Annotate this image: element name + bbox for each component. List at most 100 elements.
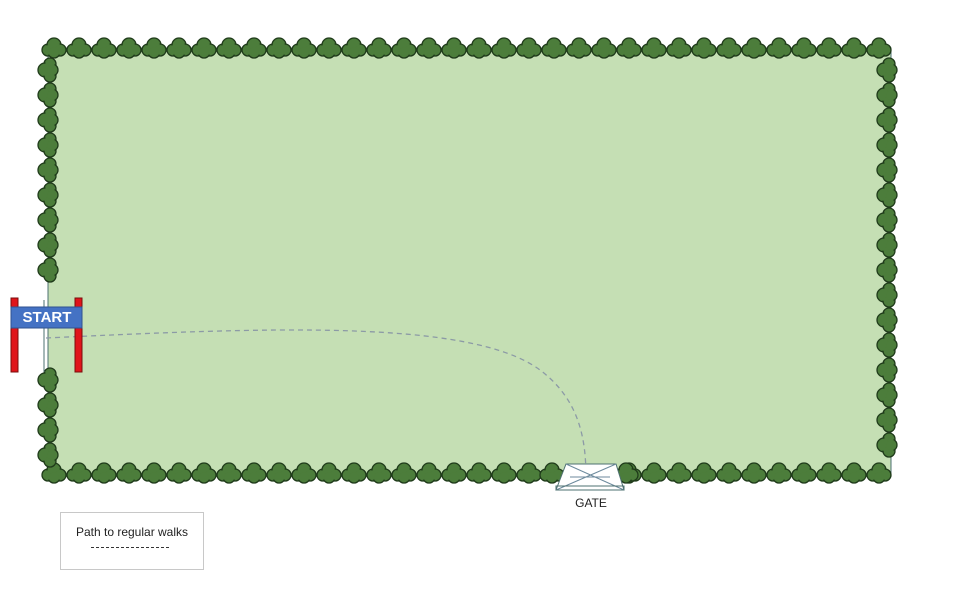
hedge-bush xyxy=(141,462,167,484)
hedge-bush xyxy=(641,37,667,59)
hedge-bush xyxy=(516,462,542,484)
hedge-bush xyxy=(876,382,898,408)
hedge-bush xyxy=(241,37,267,59)
start-post-right xyxy=(74,297,83,373)
hedge-bush xyxy=(876,132,898,158)
hedge-bush xyxy=(241,462,267,484)
hedge-bush xyxy=(816,37,842,59)
hedge-bush xyxy=(466,37,492,59)
hedge-bush xyxy=(641,462,667,484)
hedge-bush xyxy=(876,282,898,308)
hedge-bush xyxy=(37,367,59,393)
hedge-bush xyxy=(116,462,142,484)
gate xyxy=(555,463,625,491)
hedge-bush xyxy=(37,442,59,468)
hedge-bush xyxy=(876,82,898,108)
hedge-bush xyxy=(166,37,192,59)
hedge-bush xyxy=(91,37,117,59)
hedge-bush xyxy=(316,37,342,59)
hedge-bush xyxy=(37,107,59,133)
hedge-bush xyxy=(691,462,717,484)
hedge-bush xyxy=(766,37,792,59)
hedge-bush xyxy=(841,37,867,59)
hedge-bush xyxy=(491,37,517,59)
hedge-bush xyxy=(541,37,567,59)
start-banner xyxy=(10,306,83,329)
hedge-bush xyxy=(666,462,692,484)
hedge-bush xyxy=(876,157,898,183)
hedge-bush xyxy=(66,37,92,59)
walk-path xyxy=(45,329,587,479)
hedge-bush xyxy=(316,462,342,484)
hedge-bush xyxy=(791,462,817,484)
start-post-left xyxy=(10,297,19,373)
hedge-bush xyxy=(37,57,59,83)
hedge-bush xyxy=(866,462,892,484)
hedge-bush xyxy=(766,462,792,484)
hedge-bush xyxy=(876,182,898,208)
hedge-bush xyxy=(37,157,59,183)
hedge-bush xyxy=(391,37,417,59)
hedge-bush xyxy=(741,37,767,59)
hedge-bush xyxy=(341,462,367,484)
hedge-bush xyxy=(616,37,642,59)
lawn-area xyxy=(47,47,892,477)
hedge-bush xyxy=(876,332,898,358)
hedge-bush xyxy=(876,407,898,433)
hedge-bush xyxy=(266,462,292,484)
hedge-bush xyxy=(37,392,59,418)
hedge-bush xyxy=(876,357,898,383)
hedge-bush xyxy=(876,57,898,83)
hedge-bush xyxy=(441,37,467,59)
hedge-bush xyxy=(876,257,898,283)
hedge-bush xyxy=(91,462,117,484)
hedge-bush xyxy=(191,37,217,59)
hedge-bush xyxy=(291,37,317,59)
hedge-bush xyxy=(37,232,59,258)
hedge-bush xyxy=(141,37,167,59)
hedge-bush xyxy=(876,432,898,458)
hedge-bush xyxy=(816,462,842,484)
hedge-bush xyxy=(876,232,898,258)
hedge-bush xyxy=(41,37,67,59)
hedge-bush xyxy=(876,107,898,133)
hedge-bush xyxy=(591,37,617,59)
hedge-bush xyxy=(116,37,142,59)
hedge-bush xyxy=(716,462,742,484)
hedge-bush xyxy=(291,462,317,484)
legend-dashed-line xyxy=(91,547,169,548)
hedge-bush xyxy=(366,462,392,484)
hedge-bush xyxy=(216,37,242,59)
hedge-bush xyxy=(716,37,742,59)
legend-box: Path to regular walks xyxy=(60,512,204,570)
hedge-bush xyxy=(416,37,442,59)
hedge-bush xyxy=(191,462,217,484)
hedge-bush xyxy=(366,37,392,59)
hedge-bush xyxy=(841,462,867,484)
hedge-bush xyxy=(37,207,59,233)
hedge-bush xyxy=(416,462,442,484)
hedge-bush xyxy=(491,462,517,484)
hedge-bush xyxy=(37,182,59,208)
hedge-bush xyxy=(691,37,717,59)
hedge-bush xyxy=(516,37,542,59)
hedge-bush xyxy=(866,37,892,59)
hedge-bush xyxy=(466,462,492,484)
hedge-bush xyxy=(666,37,692,59)
hedge-bush xyxy=(266,37,292,59)
hedge-bush xyxy=(391,462,417,484)
hedge-bush xyxy=(741,462,767,484)
legend-title: Path to regular walks xyxy=(75,525,189,539)
hedge-bush xyxy=(566,37,592,59)
hedge-bush xyxy=(441,462,467,484)
hedge-bush xyxy=(341,37,367,59)
hedge-bush xyxy=(876,307,898,333)
hedge-bush xyxy=(37,257,59,283)
hedge-bush xyxy=(66,462,92,484)
hedge-bush xyxy=(166,462,192,484)
hedge-bush xyxy=(791,37,817,59)
hedge-bush xyxy=(216,462,242,484)
hedge-bush xyxy=(37,132,59,158)
hedge-bush xyxy=(37,417,59,443)
